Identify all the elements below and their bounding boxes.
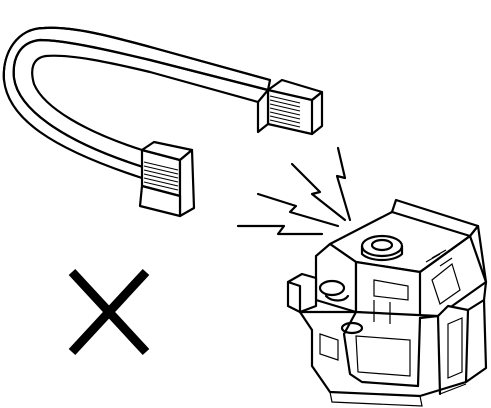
print-head-cartridge-icon <box>286 198 488 407</box>
horseshoe-magnet-icon <box>2 26 324 218</box>
lightning-bolt-icon <box>236 146 352 236</box>
cross-x-icon <box>68 268 150 356</box>
